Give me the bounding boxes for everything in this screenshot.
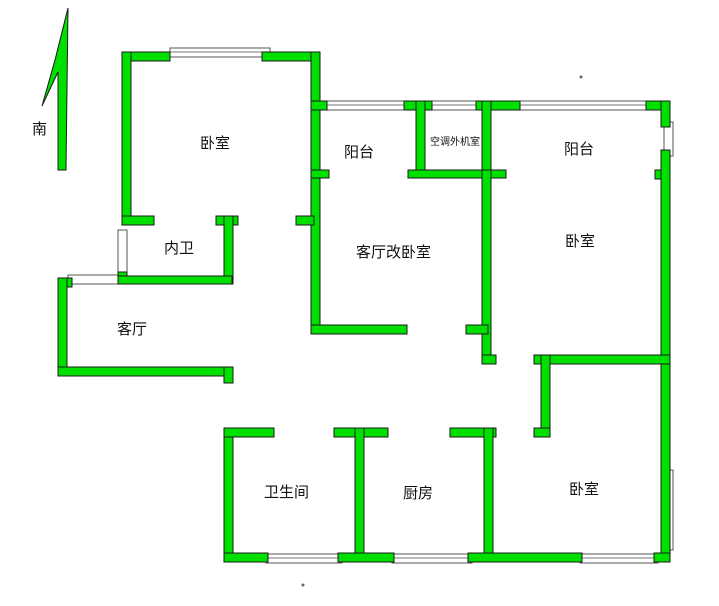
room-labels: 卧室 内卫 客厅 阳台 空调外机室 阳台 客厅改卧室 卧室 卫生间 厨房 卧室 [117,134,599,502]
label-balcony-center: 阳台 [344,143,374,161]
label-bedroom-bottom-right: 卧室 [569,480,599,498]
label-kitchen: 厨房 [403,484,433,502]
label-master-bedroom: 卧室 [200,134,230,152]
north-arrow-icon [41,7,69,171]
label-ac-unit-room: 空调外机室 [430,135,480,148]
window-left-living [67,274,119,285]
window-left-ensuite [117,229,128,275]
label-bathroom: 卫生间 [264,483,309,501]
label-bedroom-right: 卧室 [565,232,595,250]
marker-dot [579,75,583,79]
compass: 南 [32,7,69,171]
label-living-room: 客厅 [117,320,147,338]
label-living-to-bedroom: 客厅改卧室 [356,243,431,261]
marker-dot [301,583,305,587]
compass-label: 南 [32,120,47,138]
label-ensuite-bath: 内卫 [164,239,194,257]
walls [57,51,671,563]
label-balcony-right: 阳台 [564,140,594,158]
